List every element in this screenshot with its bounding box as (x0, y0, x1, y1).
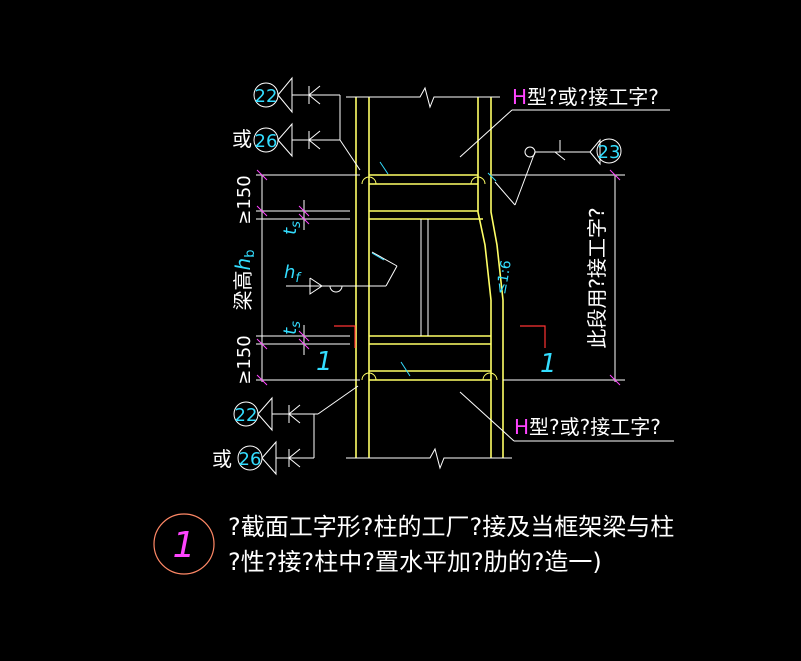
weld-number-22: 22 (255, 86, 278, 107)
weld-holes (361, 176, 498, 381)
svg-text:ts: ts (280, 321, 304, 335)
or-label-bottom: 或 (212, 447, 232, 471)
note-top: H型?或?接工字? (459, 85, 670, 158)
title-line-1: ?截面工字形?柱的工厂?接及当框架梁与柱 (228, 513, 674, 541)
beam-flanges (369, 174, 491, 381)
svg-text:≤1:6: ≤1:6 (493, 259, 515, 296)
break-line-top (346, 86, 500, 109)
stiffeners (369, 210, 491, 345)
svg-text:H型?或?接工字?: H型?或?接工字? (512, 85, 659, 109)
section-mark-right: 1 (520, 325, 557, 379)
svg-text:hf: hf (284, 262, 302, 286)
note-bottom: H型?或?接工字? (459, 391, 674, 442)
svg-text:1: 1 (316, 347, 333, 377)
note-top-text: 型?或?接工字? (527, 85, 659, 109)
section-mark-left: 1 (316, 325, 356, 377)
svg-text:H型?或?接工字?: H型?或?接工字? (514, 415, 661, 439)
detail-number-circle (153, 513, 215, 575)
column-web (420, 219, 429, 336)
beam-height-label: 梁高hb (231, 250, 258, 311)
slope-label: ≤1:6 (493, 259, 515, 296)
weld-callout-bottom-left: 22 或 26 (212, 385, 359, 476)
svg-text:此段用?接工字?: 此段用?接工字? (585, 207, 609, 348)
weld-number-26: 26 (255, 131, 278, 152)
note-top-prefix: H (512, 85, 527, 109)
svg-text:梁高hb: 梁高hb (231, 250, 258, 311)
svg-text:ts: ts (280, 221, 304, 235)
note-bottom-text: 型?或?接工字? (529, 415, 661, 439)
weld-number-23: 23 (598, 142, 621, 163)
dimension-top-150: ≥150 (234, 175, 255, 224)
title-line-2: ?性?接?柱中?置水平加?肋的?造一) (228, 548, 602, 576)
dimension-bottom-150: ≥150 (234, 335, 255, 384)
right-dimension (492, 169, 625, 386)
or-label-top: 或 (232, 127, 252, 151)
note-bottom-prefix: H (514, 415, 529, 439)
detail-title: 1 ?截面工字形?柱的工厂?接及当框架梁与柱 ?性?接?柱中?置水平加?肋的?造… (153, 513, 674, 576)
weld-arrows (371, 161, 497, 377)
weld-callout-top-left: 22 或 26 (232, 76, 361, 171)
right-dimension-label: 此段用?接工字? (585, 207, 609, 348)
left-dimension-chain (256, 169, 360, 386)
weld-number-22-bottom: 22 (235, 405, 258, 426)
ts-label-bottom: ts (280, 321, 304, 335)
weld-number-26-bottom: 26 (239, 449, 262, 470)
weld-callout-right: 23 (494, 138, 622, 206)
column (355, 97, 504, 458)
ts-label-top: ts (280, 221, 304, 235)
detail-number: 1 (173, 525, 196, 566)
fillet-weld-symbol: hf (284, 251, 398, 295)
break-line-bottom (346, 447, 512, 470)
svg-text:1: 1 (540, 349, 557, 379)
